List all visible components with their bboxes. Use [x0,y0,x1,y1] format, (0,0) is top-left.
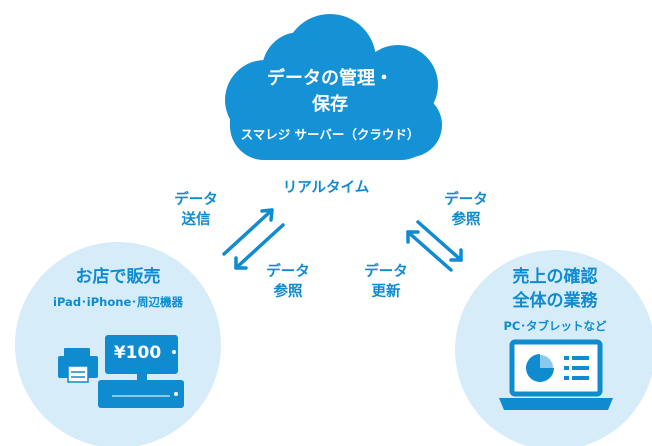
data-ref-right-label-line2: 参照 [451,212,481,228]
data-ref-right-label-line1: データ [444,192,488,208]
cloud-title-line2: 保存 [312,94,348,115]
register-icon [98,335,184,408]
data-send-label-line2: 送信 [181,212,211,228]
data-send-label-line1: データ [174,192,218,208]
data-ref-left-label-line1: データ [266,264,310,280]
data-ref-left-label-line2: 参照 [273,284,303,300]
data-update-label-line2: 更新 [371,284,401,300]
office-subtitle: PC･タブレットなど [503,319,607,333]
printer-icon [58,348,98,383]
cloud-title-line1: データの管理・ [267,68,393,89]
right-exchange-arrows [406,220,463,272]
data-update-label-line1: データ [364,264,408,280]
store-subtitle: iPad･iPhone･周辺機器 [53,295,183,309]
store-title: お店で販売 [75,267,161,287]
laptop-icon [499,339,613,410]
cloud-subtitle: スマレジ サーバー（クラウド） [240,127,420,142]
left-exchange-arrows [222,208,285,270]
register-price-display: ¥100 [113,343,162,363]
cloud-shape [225,14,442,160]
realtime-label: リアルタイム [282,180,370,196]
office-title-line2: 全体の業務 [512,291,598,311]
office-title-line1: 売上の確認 [512,267,598,287]
